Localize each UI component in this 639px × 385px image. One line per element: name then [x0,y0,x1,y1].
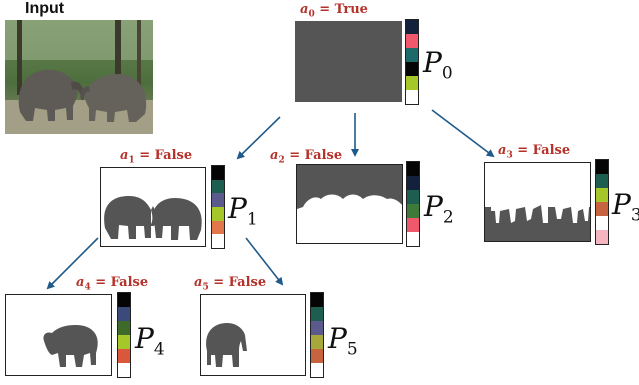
flag-a3: a3 = False [498,143,571,161]
palette-swatch [118,335,130,349]
input-label: Input [25,0,65,17]
mask-shape-p3 [485,205,590,241]
palette-p3 [595,159,609,245]
palette-swatch [311,349,323,363]
palette-p0 [405,19,419,105]
mask-shape-p2 [297,165,402,209]
palette-swatch [407,176,419,190]
palette-swatch [311,307,323,321]
mask-shape-p5 [206,323,247,367]
palette-swatch [118,307,130,321]
flag-a0: a0 = True [300,2,368,20]
palette-swatch [118,293,130,307]
palette-swatch [596,230,608,244]
palette-swatch [596,188,608,202]
palette-p4 [117,292,131,378]
label-p4: P4 [135,322,165,360]
palette-swatch [212,220,224,235]
label-p0: P0 [423,46,453,84]
palette-swatch [407,232,419,246]
mask-panel-p0 [295,21,402,102]
arrow-p1-p5 [245,237,284,286]
palette-swatch [407,190,419,204]
palette-swatch [406,34,418,48]
palette-swatch [212,207,224,221]
palette-swatch [407,204,419,218]
mask-panel-p1 [100,167,206,247]
palette-swatch [406,90,418,104]
mask-shape-p1 [104,196,202,240]
input-photo [5,20,153,134]
palette-swatch [407,218,419,232]
palette-swatch [406,76,418,90]
flag-a2: a2 = False [270,148,343,166]
palette-swatch [311,293,323,307]
palette-p2 [406,161,420,247]
palette-swatch [212,166,224,180]
palette-swatch [212,193,224,208]
palette-swatch [406,48,418,62]
label-p1: P1 [228,192,258,230]
palette-swatch [407,162,419,176]
palette-swatch [212,234,224,249]
palette-swatch [406,20,418,34]
palette-swatch [596,202,608,216]
mask-shape-p4 [43,325,98,367]
palette-swatch [311,363,323,377]
label-p5: P5 [328,322,358,360]
mask-panel-p3 [484,162,591,242]
palette-swatch [212,179,224,194]
mask-panel-p2 [296,164,403,244]
palette-swatch [118,363,130,377]
palette-swatch [311,335,323,349]
flag-a4: a4 = False [76,275,149,293]
palette-swatch [596,160,608,174]
mask-panel-p5 [200,294,306,376]
flag-a1: a1 = False [120,148,193,166]
palette-p5 [310,292,324,378]
palette-swatch [311,321,323,335]
label-p2: P2 [424,190,454,228]
palette-p1 [211,165,225,249]
palette-swatch [118,321,130,335]
palette-swatch [406,62,418,76]
arrow-p1-p4 [46,237,99,290]
palette-swatch [118,349,130,363]
palette-swatch [596,174,608,188]
flag-a5: a5 = False [194,275,267,293]
mask-panel-p4 [5,294,112,376]
label-p3: P3 [612,188,639,226]
palette-swatch [596,216,608,230]
arrow-p0-p3 [431,109,495,158]
arrow-p0-p1 [236,116,281,160]
